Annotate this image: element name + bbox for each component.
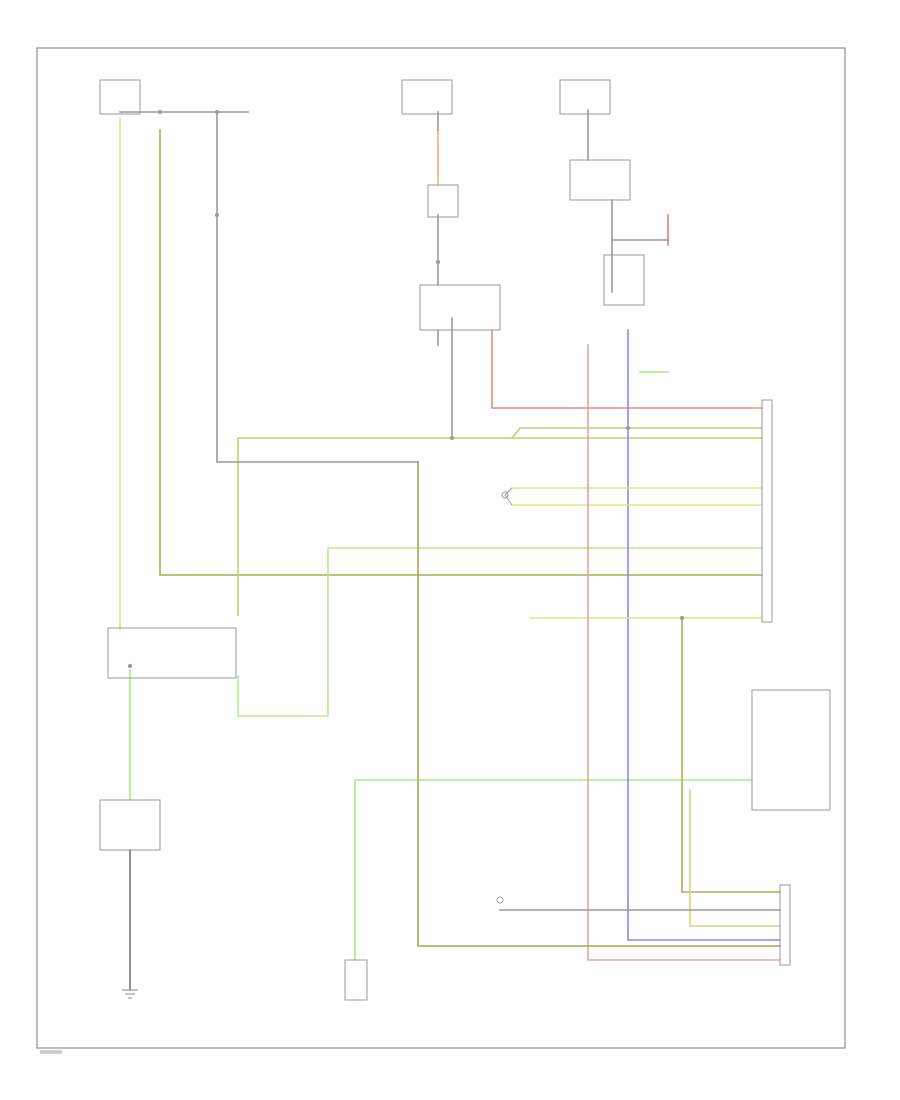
fuel-tank-unit [99,799,161,851]
relay-left [107,627,237,679]
ecm-right-block [761,399,773,623]
wire-yellow-lower [689,789,781,927]
wire-green-yellow-left [159,129,763,576]
wire-light-green-sensor [354,779,753,961]
switch-mid [501,487,513,506]
wire-olive-bottom [417,461,781,947]
wire-yellow-ecm2 [510,427,763,440]
wire-black-drop [216,111,419,463]
fuse-top-mid [401,79,453,115]
fuse-relay-mid [427,184,459,218]
right-lower-module [751,689,831,811]
wire-light-green-relay [237,547,763,717]
wire-black-relay [611,199,669,241]
wire-blue [627,329,781,941]
sensor-bottom [344,959,368,1001]
ground-symbol [122,989,138,999]
wire-red-ecm [491,329,763,409]
connector-mid [496,896,504,904]
diagram-frame [36,47,846,1049]
relay-right-small [603,254,645,306]
wire-pink-bottom [587,344,781,961]
main-relay-mid [419,284,501,331]
relay-top-right [569,159,631,201]
splice-points [128,110,684,668]
fuse-top-left [99,79,141,115]
wire-olive-lower [681,617,781,893]
bottom-right-module [779,884,791,966]
fuse-top-right [559,79,611,115]
wire-yellow-ecm [237,437,763,616]
footer-mark [40,1050,62,1054]
